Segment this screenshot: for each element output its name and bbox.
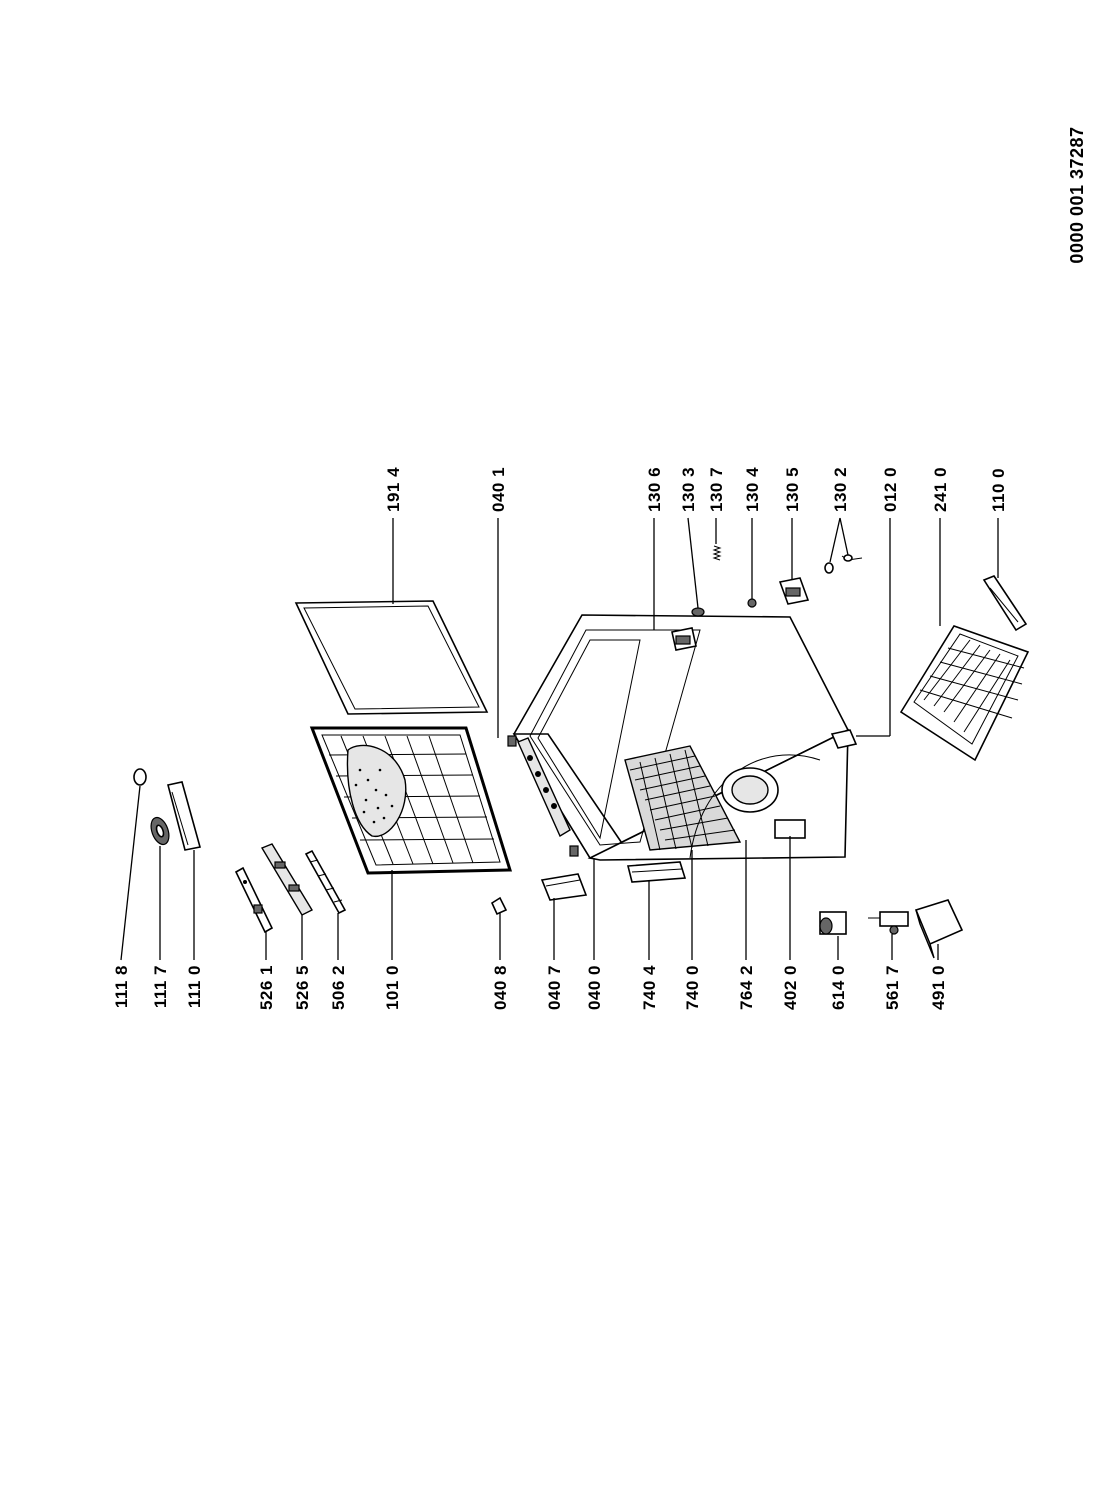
label-526-1: 526 1 xyxy=(257,965,276,1010)
clip-drawing xyxy=(490,896,508,916)
label-012-0: 012 0 xyxy=(881,467,900,512)
label-506-2: 506 2 xyxy=(329,965,348,1010)
label-130-5: 130 5 xyxy=(783,467,802,512)
label-402-0: 402 0 xyxy=(781,965,800,1010)
thermostat-cover-drawing xyxy=(778,577,810,605)
label-111-7: 111 7 xyxy=(151,965,170,1008)
label-101-0: 101 0 xyxy=(383,965,402,1010)
basket-handle-drawing xyxy=(982,575,1028,632)
leader-lines xyxy=(120,517,999,961)
label-040-1: 040 1 xyxy=(489,467,508,512)
screw-drawing xyxy=(747,598,757,608)
label-740-4: 740 4 xyxy=(640,965,659,1010)
knob-drawing xyxy=(150,816,170,846)
control-panel-drawing xyxy=(234,866,274,934)
hinge-cover-drawing xyxy=(540,873,588,901)
label-241-0: 241 0 xyxy=(931,467,950,512)
spring-drawing xyxy=(712,545,722,561)
label-111-0: 111 0 xyxy=(185,965,204,1008)
cover-plate-drawing xyxy=(167,781,202,851)
part-labels-right: 191 4 040 1 130 6 130 3 130 7 130 4 130 … xyxy=(384,467,1008,512)
thermostat-drawing xyxy=(868,911,909,935)
label-491-0: 491 0 xyxy=(929,965,948,1010)
part-labels-left: 111 8 111 7 111 0 526 1 526 5 506 2 101 … xyxy=(112,965,948,1010)
label-191-4: 191 4 xyxy=(384,467,403,512)
label-130-7: 130 7 xyxy=(707,467,726,512)
relay-drawing xyxy=(819,911,847,935)
bracket-drawing xyxy=(626,861,687,883)
thermostat-housing-drawing xyxy=(671,627,697,651)
label-130-4: 130 4 xyxy=(743,467,762,512)
label-040-0: 040 0 xyxy=(585,965,604,1010)
label-111-8: 111 8 xyxy=(112,965,131,1008)
label-130-6: 130 6 xyxy=(645,467,664,512)
pcb-drawing xyxy=(304,849,347,915)
control-housing-drawing xyxy=(260,843,313,916)
label-526-5: 526 5 xyxy=(293,965,312,1010)
label-040-7: 040 7 xyxy=(545,965,564,1010)
label-110-0: 110 0 xyxy=(989,468,1008,512)
thermostat-clip-drawing xyxy=(691,607,705,617)
lid-gasket-drawing xyxy=(294,600,489,715)
lid-drawing xyxy=(309,726,513,875)
label-130-3: 130 3 xyxy=(679,467,698,512)
label-614-0: 614 0 xyxy=(829,965,848,1010)
label-561-7: 561 7 xyxy=(883,965,902,1010)
cover-box-drawing xyxy=(914,899,964,959)
label-740-0: 740 0 xyxy=(683,965,702,1010)
drain-plug-drawing xyxy=(830,729,858,749)
document-id: 0000 001 37287 xyxy=(1067,126,1087,263)
label-130-2: 130 2 xyxy=(831,467,850,512)
wire-basket-drawing xyxy=(899,625,1030,762)
label-764-2: 764 2 xyxy=(737,965,756,1010)
cabinet-drawing xyxy=(507,614,850,861)
compressor xyxy=(689,754,821,859)
small-cap-drawing xyxy=(133,768,147,786)
label-040-8: 040 8 xyxy=(491,965,510,1010)
condenser-grid xyxy=(624,745,742,851)
